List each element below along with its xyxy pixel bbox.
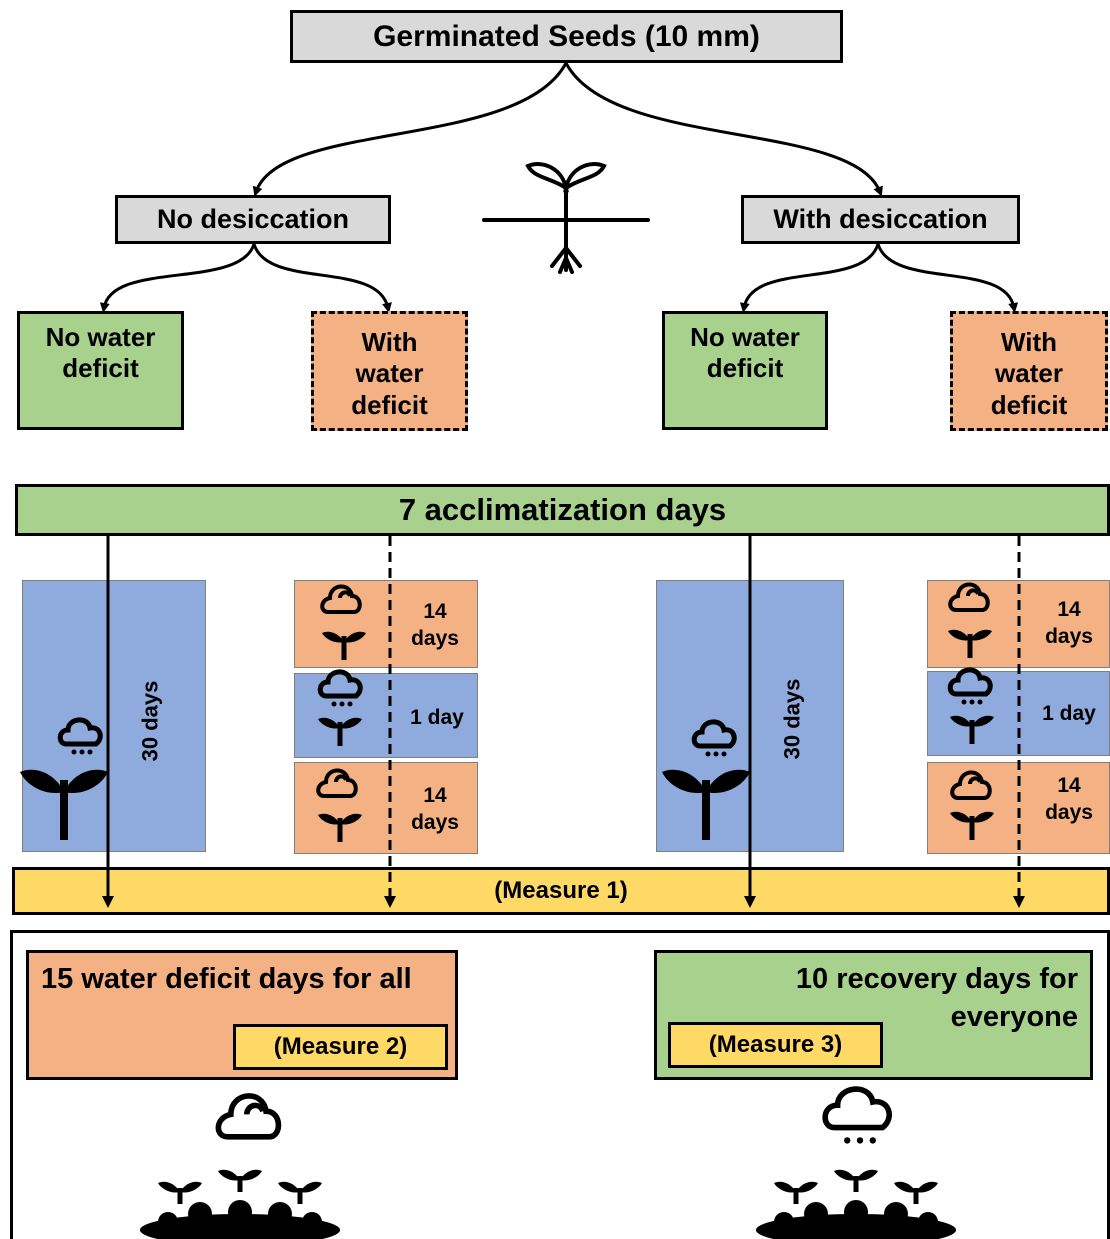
no-desiccation-label: No desiccation: [156, 204, 350, 235]
wwd-label-right: With water deficit: [990, 327, 1068, 420]
cycle-left-1-label: 1 day: [410, 706, 464, 729]
cycle-right-14-a-label: 14 days: [1045, 598, 1093, 649]
thirty-days-label-left: 30 days: [137, 680, 163, 762]
measure-2-box: (Measure 2): [233, 1024, 448, 1070]
measure-3-label: (Measure 3): [708, 1030, 843, 1058]
with-desiccation-label: With desiccation: [773, 204, 988, 235]
measure-3-box: (Measure 3): [668, 1022, 883, 1068]
thirty-days-box-right: [656, 580, 844, 852]
arrow-left-nwd: [99, 243, 256, 313]
thirty-days-box-left: [22, 580, 206, 852]
with-desiccation-box: With desiccation: [741, 195, 1020, 244]
arrow-right-nwd: [739, 243, 880, 313]
wwd-box-left: With water deficit: [311, 311, 468, 431]
acclimatization-bar: 7 acclimatization days: [15, 484, 1110, 536]
nwd-box-left: No water deficit: [17, 311, 184, 430]
measure-2-label: (Measure 2): [273, 1032, 408, 1060]
root-box: Germinated Seeds (10 mm): [290, 10, 843, 63]
measure-1-label: (Measure 1): [494, 876, 628, 904]
recovery-phase-label: 10 recovery days for everyone: [795, 963, 1078, 1033]
wwd-box-right: With water deficit: [950, 311, 1108, 431]
cycle-left-14-b-label: 14 days: [411, 784, 459, 835]
arrow-right-wwd: [876, 243, 1019, 313]
nwd-label-right: No water deficit: [690, 322, 800, 384]
no-desiccation-box: No desiccation: [115, 195, 391, 244]
wwd-label-left: With water deficit: [351, 327, 428, 420]
acclimatization-label: 7 acclimatization days: [398, 492, 727, 528]
arrow-left-wwd: [252, 243, 392, 313]
root-label: Germinated Seeds (10 mm): [373, 19, 760, 53]
nwd-label-left: No water deficit: [45, 322, 156, 384]
nwd-box-right: No water deficit: [662, 311, 828, 430]
cycle-left-14-a-label: 14 days: [411, 600, 459, 651]
cycle-right-1-label: 1 day: [1042, 702, 1096, 725]
thirty-days-label-right: 30 days: [779, 678, 805, 760]
measure-1-bar: (Measure 1): [12, 867, 1110, 915]
seedling-icon: [482, 162, 650, 274]
cycle-right-14-b-label: 14 days: [1045, 774, 1093, 825]
deficit-phase-label: 15 water deficit days for all: [41, 963, 412, 995]
